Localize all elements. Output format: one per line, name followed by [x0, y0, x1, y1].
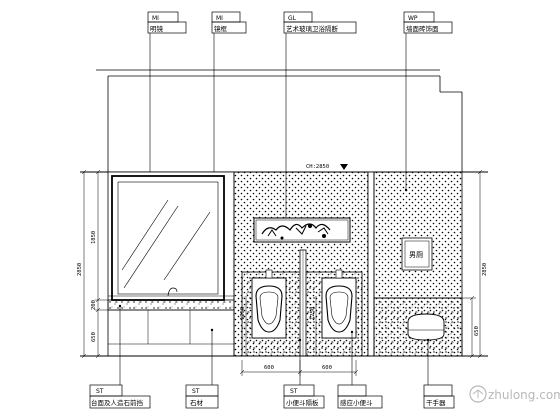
tag-text: 墙面砖饰面 — [406, 24, 439, 33]
tag-code: ST — [96, 388, 104, 395]
dim-bottom-1: 600 — [264, 365, 274, 371]
right-dimensions — [462, 169, 483, 359]
urinal-left — [251, 269, 287, 339]
tag-text: 明镜 — [150, 24, 164, 33]
urinal-right — [321, 269, 357, 339]
tag-code: MI — [152, 15, 159, 22]
tag-text: 台面及人造石前挡 — [91, 398, 143, 407]
tag-text: 小便斗隔板 — [286, 398, 319, 407]
tag-text: 感应小便斗 — [340, 398, 373, 407]
tag-top-2: MI 镜框 — [211, 11, 247, 175]
tag-top-4: WP 墙面砖饰面 — [403, 11, 453, 192]
restroom-sign: 男厕 — [401, 237, 433, 271]
sign-label: 男厕 — [409, 251, 423, 259]
tag-text: 石材 — [190, 398, 204, 407]
mirror — [111, 175, 225, 301]
tag-bottom-3: ST 小便斗隔板 — [283, 338, 325, 409]
dim-left-200: 200 — [91, 300, 97, 310]
tag-code: ST — [192, 388, 200, 395]
dim-left-1850: 1850 — [91, 231, 97, 244]
dim-urinal-right: 1250 — [310, 307, 316, 320]
tag-bottom-5: 干手器 — [423, 338, 455, 409]
tag-text: 艺术玻璃卫浴隔断 — [286, 24, 339, 33]
watermark-logo-icon — [469, 385, 487, 403]
left-dimensions — [80, 169, 108, 359]
ceiling-outline — [80, 69, 488, 173]
watermark-text: zhulong.com — [488, 388, 560, 402]
tag-code: MI — [216, 15, 223, 22]
watermark: zhulong.com — [469, 385, 560, 403]
tag-code: WP — [408, 15, 418, 22]
tag-bottom-4: 感应小便斗 — [337, 330, 383, 409]
bottom-dimensions — [239, 360, 359, 376]
dim-bottom-2: 600 — [322, 365, 332, 371]
tag-bottom-2: ST 石材 — [185, 328, 219, 409]
dim-left-total: 2850 — [77, 263, 83, 276]
dim-urinal-left: 1250 — [240, 307, 246, 320]
urinal-height-dims — [245, 296, 317, 356]
ceiling-height-marker: CH:2850 — [306, 164, 348, 170]
dim-left-650: 650 — [91, 332, 97, 342]
dim-right-650: 650 — [474, 326, 480, 336]
tag-text: 镜框 — [214, 24, 228, 33]
tag-bottom-1: ST 台面及人造石前挡 — [89, 304, 151, 409]
hand-dryer — [407, 313, 445, 341]
ceiling-height-label: CH:2850 — [306, 164, 329, 170]
art-glass-panel — [253, 217, 351, 243]
vanity-counter — [107, 287, 235, 345]
tag-top-1: MI 明镜 — [147, 11, 187, 180]
tag-code: ST — [290, 388, 298, 395]
tag-text: 干手器 — [426, 398, 446, 407]
tag-code: GL — [288, 15, 297, 22]
dim-right-total: 2850 — [482, 263, 488, 276]
